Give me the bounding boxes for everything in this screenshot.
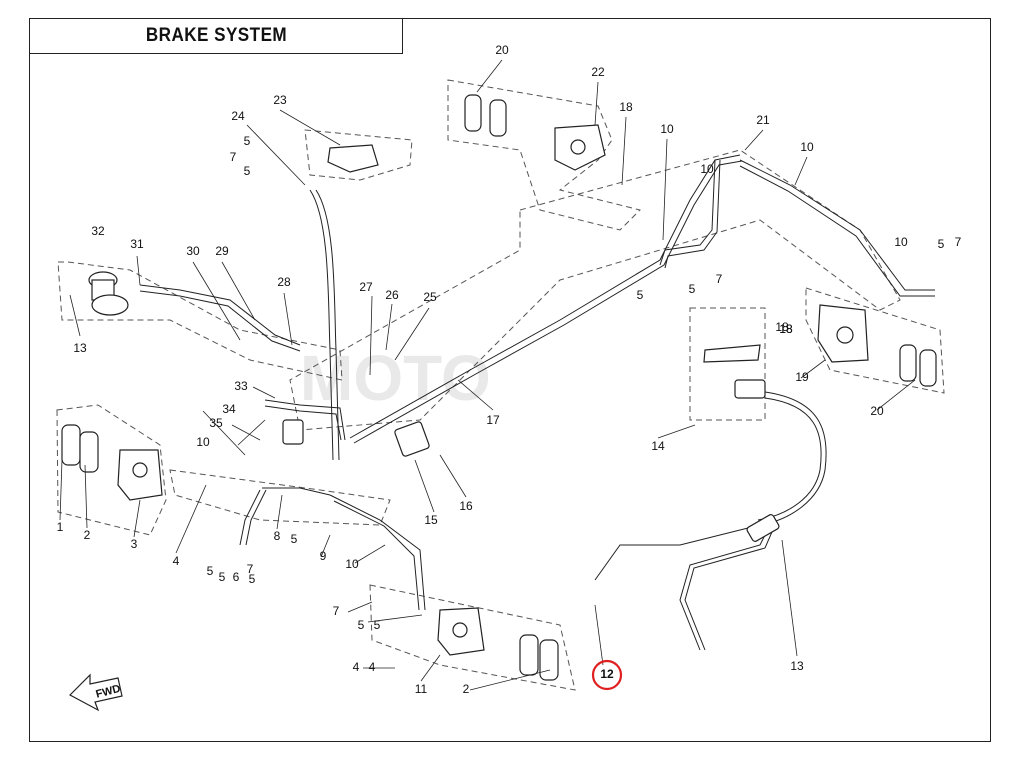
- brake-pad: [919, 349, 937, 387]
- callout-5: 5: [358, 618, 365, 632]
- callout-5: 5: [249, 572, 256, 586]
- brake-pad: [61, 424, 81, 466]
- brake-pad: [519, 634, 539, 676]
- front-hose-group: [169, 469, 391, 526]
- callout-5: 5: [244, 164, 251, 178]
- callout-5: 5: [244, 134, 251, 148]
- callout-19: 19: [795, 370, 809, 384]
- callout-5: 5: [207, 564, 214, 578]
- callout-28: 28: [277, 275, 291, 289]
- rear-left-caliper-group: [805, 287, 945, 394]
- reservoir: [91, 294, 129, 316]
- proportioning-valve: [394, 421, 430, 457]
- callout-7: 7: [230, 150, 237, 164]
- callout-27: 27: [359, 280, 373, 294]
- junction-block: [282, 419, 304, 445]
- diagram-title: BRAKE SYSTEM: [145, 25, 287, 46]
- callout-35: 35: [209, 416, 223, 430]
- callout-9: 9: [320, 549, 327, 563]
- callout-10: 10: [894, 235, 908, 249]
- callout-30: 30: [186, 244, 200, 258]
- callout-13: 13: [790, 659, 804, 673]
- callout-32: 32: [91, 224, 105, 238]
- callout-5: 5: [938, 237, 945, 251]
- callout-5: 5: [374, 618, 381, 632]
- callout-23: 23: [273, 93, 287, 107]
- fwd-arrow: FWD: [69, 673, 123, 712]
- callout-5: 5: [219, 570, 226, 584]
- front-left-caliper-group: [56, 404, 167, 536]
- callout-11: 11: [415, 682, 428, 696]
- callout-5: 5: [637, 288, 644, 302]
- callout-18: 18: [775, 320, 789, 334]
- callout-13: 13: [73, 341, 87, 355]
- callout-4: 4: [173, 554, 180, 568]
- brake-lines: [139, 154, 935, 651]
- callout-5: 5: [689, 282, 696, 296]
- callout-7: 7: [716, 272, 723, 286]
- leader-lines: [59, 59, 916, 691]
- diagram-border: [29, 18, 991, 742]
- callout-20: 20: [870, 404, 884, 418]
- callout-4: 4: [369, 660, 376, 674]
- callout-29: 29: [215, 244, 229, 258]
- callout-26: 26: [385, 288, 399, 302]
- callout-17: 17: [486, 413, 500, 427]
- front-right-caliper-group: [369, 584, 576, 691]
- callout-10: 10: [345, 557, 359, 571]
- callout-33: 33: [234, 379, 248, 393]
- callout-31: 31: [130, 237, 144, 251]
- brake-pad: [489, 99, 507, 137]
- pedal-group: [304, 129, 413, 181]
- callout-21: 21: [756, 113, 770, 127]
- highlight-circle: [591, 659, 623, 691]
- handbrake-lever: [703, 344, 761, 363]
- callout-2: 2: [463, 682, 470, 696]
- callout-6: 6: [233, 570, 240, 584]
- dashed-group-outlines: [56, 79, 945, 691]
- callout-16: 16: [459, 499, 473, 513]
- callout-34: 34: [222, 402, 236, 416]
- callout-4: 4: [353, 660, 360, 674]
- cable-splitter: [746, 514, 780, 542]
- components: [61, 94, 937, 681]
- callout-25: 25: [423, 290, 437, 304]
- callout-10: 10: [196, 435, 210, 449]
- callout-24: 24: [231, 109, 245, 123]
- callout-18: 18: [779, 322, 793, 336]
- callout-3: 3: [131, 537, 138, 551]
- callout-7: 7: [955, 235, 962, 249]
- handbrake-group: [689, 307, 766, 421]
- pedal-bracket: [327, 144, 379, 173]
- callout-8: 8: [274, 529, 281, 543]
- brake-pad: [79, 431, 99, 473]
- callout-12: 12: [600, 667, 614, 681]
- callout-10: 10: [700, 162, 714, 176]
- callout-20: 20: [495, 43, 509, 57]
- callout-7: 7: [247, 562, 254, 576]
- brake-pad: [899, 344, 917, 382]
- callout-5: 5: [291, 532, 298, 546]
- callout-15: 15: [424, 513, 438, 527]
- brake-pad: [539, 639, 559, 681]
- callout-18: 18: [619, 100, 633, 114]
- master-cylinder-group: [57, 261, 343, 381]
- callout-14: 14: [651, 439, 665, 453]
- callout-10: 10: [800, 140, 814, 154]
- rear-right-caliper-group: [447, 79, 641, 231]
- callout-10: 10: [660, 122, 674, 136]
- callout-22: 22: [591, 65, 605, 79]
- callout-18: 18: [779, 322, 793, 336]
- brake-pad: [464, 94, 482, 132]
- callout-7: 7: [333, 604, 340, 618]
- callout-2: 2: [84, 528, 91, 542]
- title-box: BRAKE SYSTEM: [29, 18, 403, 54]
- callout-1: 1: [57, 520, 64, 534]
